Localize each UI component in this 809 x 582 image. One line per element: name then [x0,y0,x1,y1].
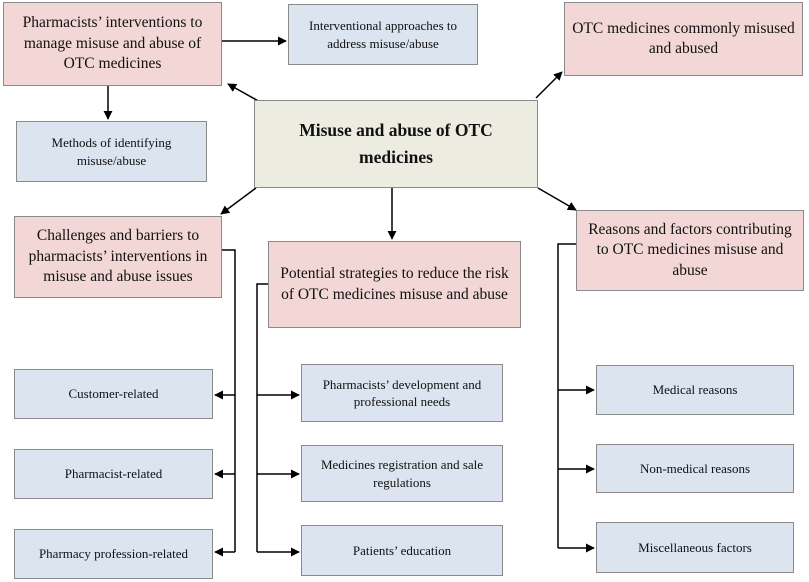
box-pharmacists-development-label: Pharmacists’ development and professiona… [322,376,482,409]
box-miscellaneous-factors-label: Miscellaneous factors [638,539,752,555]
reasons-bracket [557,243,576,548]
box-pharmacist-related: Pharmacist-related [14,449,213,499]
box-pharmacist-related-label: Pharmacist-related [64,466,163,482]
box-otc-commonly-misused-label: OTC medicines commonly misused and abuse… [572,19,795,57]
arrow-center-to-otc-commonly [535,71,563,99]
box-reasons-factors: Reasons and factors contributing to OTC … [576,210,804,291]
box-medical-reasons: Medical reasons [596,365,794,415]
box-potential-strategies: Potential strategies to reduce the risk … [268,241,521,328]
box-reasons-factors-label: Reasons and factors contributing to OTC … [588,220,792,279]
arrow-center-to-interventions [227,83,263,104]
box-potential-strategies-label: Potential strategies to reduce the risk … [280,265,509,303]
box-pharmacists-development: Pharmacists’ development and professiona… [301,364,503,422]
box-non-medical-reasons: Non-medical reasons [596,444,794,493]
arrow-center-to-reasons [537,187,577,211]
strategies-bracket [256,283,268,552]
box-methods-identifying: Methods of identifying misuse/abuse [16,121,207,182]
box-challenges-barriers-label: Challenges and barriers to pharmacists’ … [28,227,208,286]
arrow-center-to-challenges [220,187,257,215]
box-center-topic: Misuse and abuse of OTC medicines [254,100,538,188]
box-non-medical-reasons-label: Non-medical reasons [639,460,751,476]
box-methods-identifying-label: Methods of identifying misuse/abuse [51,135,172,168]
box-miscellaneous-factors: Miscellaneous factors [596,522,794,573]
box-pharmacists-interventions: Pharmacists’ interventions to manage mis… [3,2,222,86]
challenges-bracket [222,249,236,552]
box-customer-related: Customer-related [14,369,213,419]
box-challenges-barriers: Challenges and barriers to pharmacists’ … [14,216,222,298]
box-pharmacy-profession-related: Pharmacy profession-related [14,529,213,579]
center-topic-label: Misuse and abuse of OTC medicines [299,119,493,167]
box-pharmacy-profession-related-label: Pharmacy profession-related [38,546,189,562]
box-interventional-approaches: Interventional approaches to address mis… [288,4,478,65]
box-pharmacists-interventions-label: Pharmacists’ interventions to manage mis… [22,14,203,73]
box-medical-reasons-label: Medical reasons [652,382,738,398]
box-medicines-registration-label: Medicines registration and sale regulati… [320,457,484,490]
box-otc-commonly-misused: OTC medicines commonly misused and abuse… [564,2,803,76]
box-medicines-registration: Medicines registration and sale regulati… [301,445,503,502]
box-patients-education: Patients’ education [301,525,503,576]
box-patients-education-label: Patients’ education [352,542,452,558]
box-customer-related-label: Customer-related [68,386,159,402]
box-interventional-approaches-label: Interventional approaches to address mis… [309,18,457,51]
